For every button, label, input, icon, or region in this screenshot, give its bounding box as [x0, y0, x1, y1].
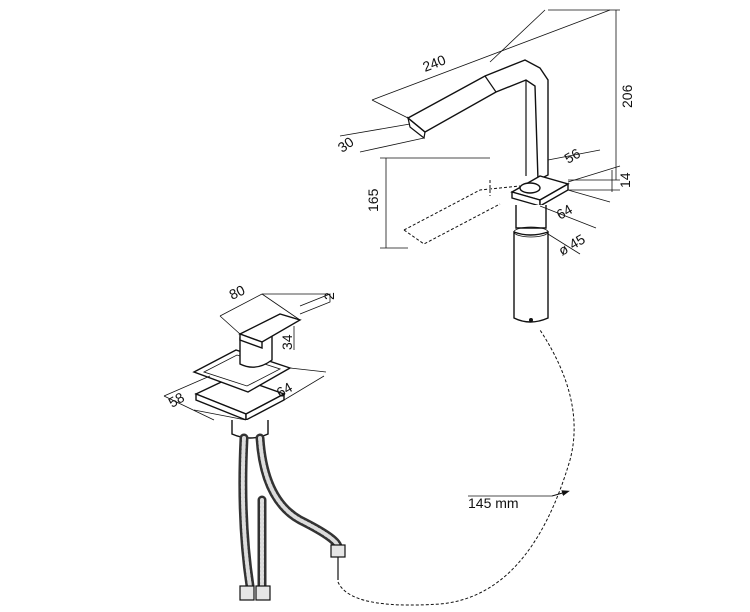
ext-206 — [548, 9, 620, 181]
dim-14-label: 14 — [617, 172, 633, 188]
faucet — [403, 59, 570, 323]
dim-145-label: 145 mm — [468, 495, 519, 511]
hose-dashed — [337, 329, 575, 606]
dim-45-label: ø 45 — [556, 231, 588, 259]
ext-80 — [219, 293, 301, 335]
mixer-dimensions: 80 2 34 58 64 — [163, 282, 337, 421]
dim-165-label: 165 — [365, 188, 381, 212]
dim-34-label: 34 — [279, 334, 295, 350]
hose-left-braid — [240, 436, 252, 588]
spout-joint — [484, 75, 497, 93]
pullout-phantom-top — [403, 185, 521, 231]
ext-30 — [339, 123, 411, 137]
ext-240 — [371, 9, 546, 119]
dim-2-label: 2 — [321, 292, 337, 300]
fitting-left — [239, 585, 255, 601]
mixer-shank — [231, 420, 269, 439]
dim-line-58 — [163, 395, 215, 421]
spout-arm — [406, 59, 549, 182]
hose-right-braid — [258, 436, 340, 550]
dim-30-label: 30 — [335, 133, 357, 155]
fitting-right — [330, 544, 346, 558]
ext-56 — [547, 149, 621, 183]
ext-14 — [568, 170, 620, 192]
outlet-dot — [529, 318, 533, 322]
column-base — [519, 182, 541, 194]
dim-64-label: 64 — [554, 201, 576, 223]
hose-length-dimension: 145 mm — [468, 490, 570, 511]
lever-body — [239, 335, 273, 368]
body-cylinder — [513, 230, 549, 323]
dim-80-label: 80 — [227, 282, 248, 303]
ext-64 — [539, 189, 611, 229]
lever-handle-front — [239, 333, 263, 349]
pullout-phantom-bottom — [403, 203, 501, 245]
upper-plate-inner — [202, 354, 282, 387]
hoses — [238, 329, 575, 606]
ext-30b — [359, 137, 425, 153]
ext-64b — [283, 367, 327, 401]
dim-64b-label: 64 — [274, 379, 296, 401]
dim-line-240 — [371, 9, 611, 101]
ext-165 — [380, 157, 490, 249]
dim-206-label: 206 — [619, 84, 635, 108]
dim-56-label: 56 — [562, 145, 584, 167]
shank — [515, 205, 547, 229]
faucet-dimensions: 240 30 206 56 14 165 64 ø 45 — [335, 9, 635, 259]
body-top — [513, 226, 549, 238]
hose-leader-arrow — [551, 490, 570, 497]
ext-2 — [299, 293, 331, 315]
dim-58-label: 58 — [166, 389, 188, 411]
ext-58 — [163, 375, 247, 421]
dim-240-label: 240 — [420, 51, 448, 74]
leader-45 — [547, 233, 581, 255]
fitting-middle — [255, 585, 271, 601]
